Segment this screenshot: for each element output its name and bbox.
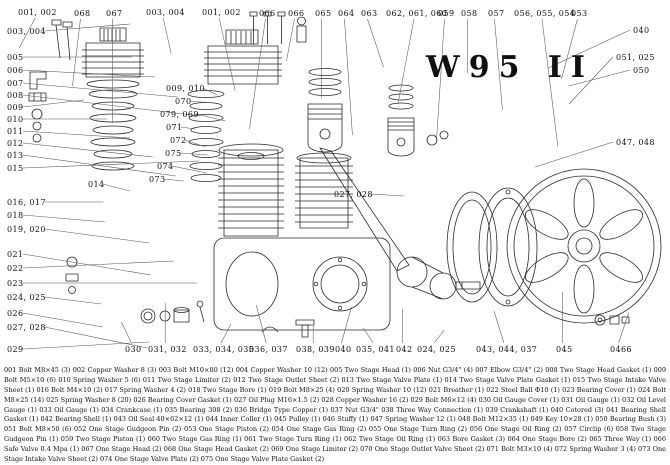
part-callout: 072 [170, 136, 187, 145]
part-callout: 040 [633, 26, 650, 35]
model-title: W95 II [426, 50, 594, 85]
diagram-drawing [0, 0, 670, 360]
leader-lines [19, 18, 630, 349]
connecting-rod [320, 148, 409, 271]
part-callout: 006 [7, 66, 24, 75]
part-callout: 010 [7, 115, 24, 124]
part-callout: 045 [556, 345, 573, 354]
head-bolts-mid [250, 12, 285, 44]
part-callout: 066 [288, 9, 305, 18]
part-callout: 064 [338, 9, 355, 18]
two-stage-head [204, 30, 282, 84]
part-callout: 050 [633, 66, 650, 75]
part-callout: 036, 037 [249, 345, 288, 354]
part-callout: 079, 069 [160, 110, 199, 119]
part-callout: 009 [7, 103, 24, 112]
part-callout: 070 [175, 97, 192, 106]
part-callout: 012 [7, 139, 24, 148]
part-callout: 003, 004 [7, 27, 46, 36]
part-callout: 040 [335, 345, 352, 354]
head-bolts-left [52, 20, 72, 60]
part-callout: 016, 017 [7, 198, 46, 207]
pulley-bolt-stack [595, 315, 629, 325]
part-callout: 001, 002 [202, 8, 241, 17]
part-callout: 029 [7, 345, 24, 354]
part-callout: 001, 002 [18, 8, 57, 17]
part-callout: 043, 044, 037 [476, 345, 538, 354]
part-callout: 068 [74, 9, 91, 18]
safety-valve [297, 17, 306, 42]
part-callout: 033, 034, 035 [193, 345, 255, 354]
part-callout: 030 [125, 345, 142, 354]
part-callout: 056, 055, 054 [514, 9, 576, 18]
part-callout: 024, 025 [417, 345, 456, 354]
one-stage-head [82, 28, 144, 88]
part-callout: 071 [166, 123, 183, 132]
part-callout: 073 [149, 175, 166, 184]
part-callout: 065 [315, 9, 332, 18]
part-callout: 051, 025 [616, 53, 655, 62]
part-callout: 018 [7, 211, 24, 220]
part-callout: 021 [7, 250, 24, 259]
circlips [427, 131, 448, 145]
three-way-connection [262, 320, 314, 337]
part-callout: 015 [7, 164, 24, 173]
part-callout: 027, 028 [334, 190, 373, 199]
part-callout: 075 [165, 149, 182, 158]
part-callout: 063 [361, 9, 378, 18]
crankshaft [397, 257, 480, 299]
part-callout: 009, 010 [166, 84, 205, 93]
part-callout: 053 [571, 9, 588, 18]
part-callout: 062, 061, 060 [386, 9, 448, 18]
left-small-parts [66, 257, 78, 294]
two-stage-piston [388, 85, 414, 156]
part-callout: 019, 020 [7, 225, 46, 234]
part-callout: 005 [7, 53, 24, 62]
part-callout: 011 [7, 127, 24, 136]
crankcase [214, 238, 390, 330]
part-callout: 074 [157, 162, 174, 171]
part-callout: 008 [7, 91, 24, 100]
part-callout: 023 [7, 279, 24, 288]
part-callout: 022 [7, 264, 24, 273]
part-callout: 067 [106, 9, 123, 18]
part-callout: 038, 039 [296, 345, 335, 354]
part-callout: 0466 [610, 345, 632, 354]
part-callout: 013 [7, 151, 24, 160]
part-callout: 007 [7, 79, 24, 88]
bearing-shell-gasket [447, 192, 497, 302]
part-callout: 066 [259, 9, 276, 18]
part-callout: 024, 025 [7, 293, 46, 302]
one-stage-valve-stack [188, 91, 224, 182]
left-fittings [29, 72, 46, 142]
part-callout: 058 [461, 9, 478, 18]
part-callout: 035, 041 [356, 345, 395, 354]
part-callout: 031, 032 [148, 345, 187, 354]
parts-list: 001 Bolt M8×45 (3) 002 Copper Washer 8 (… [4, 366, 666, 463]
bearing-shell [479, 188, 537, 306]
two-stage-bore [218, 144, 284, 236]
part-callout: 057 [488, 9, 505, 18]
oil-gauge-parts [141, 301, 204, 323]
part-callout: 014 [88, 180, 105, 189]
two-stage-valve-stack [89, 90, 137, 170]
part-callout: 027, 028 [7, 323, 46, 332]
part-callout: 026 [7, 309, 24, 318]
pulley-flywheel [507, 169, 661, 323]
part-callout: 042 [396, 345, 413, 354]
one-stage-piston [308, 69, 342, 153]
part-callout: 003, 004 [146, 8, 185, 17]
part-callout: 059 [438, 9, 455, 18]
part-callout: 047, 048 [616, 138, 655, 147]
